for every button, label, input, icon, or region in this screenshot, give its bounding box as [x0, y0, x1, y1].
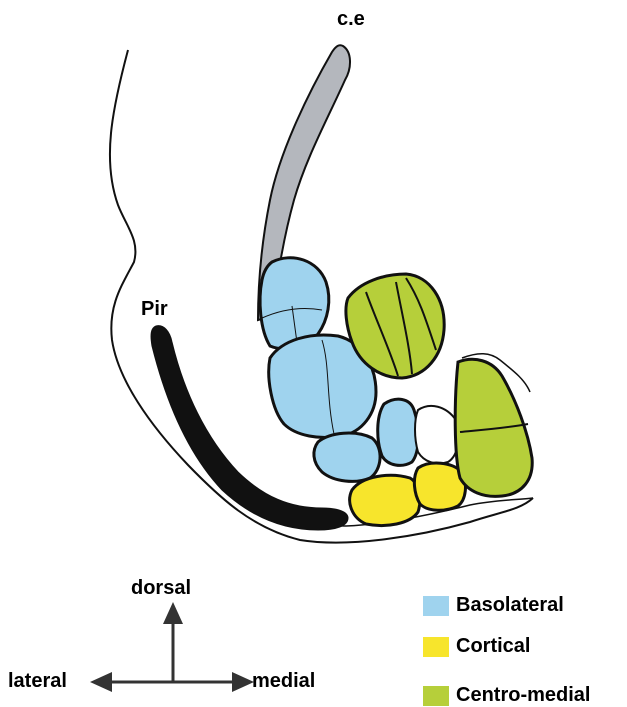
arrow-right-icon	[232, 672, 254, 692]
cortical-nucleus-left	[350, 475, 420, 525]
orientation-arrows	[90, 602, 254, 692]
basolateral-medial-nucleus	[378, 399, 419, 465]
white-region	[415, 406, 459, 464]
arrow-up-icon	[163, 602, 183, 624]
label-ce: c.e	[337, 8, 365, 31]
label-pir: Pir	[141, 298, 168, 321]
legend-swatch-centromedial	[423, 686, 449, 706]
legend-label-cortical: Cortical	[456, 635, 530, 658]
arrow-left-icon	[90, 672, 112, 692]
legend-label-basolateral: Basolateral	[456, 594, 564, 617]
basolateral-ventral-nucleus	[314, 433, 380, 481]
legend-swatch-basolateral	[423, 596, 449, 616]
legend-label-centromedial: Centro-medial	[456, 684, 590, 707]
orientation-medial: medial	[252, 670, 315, 693]
orientation-dorsal: dorsal	[131, 577, 191, 600]
legend-swatch-cortical	[423, 637, 449, 657]
orientation-lateral: lateral	[8, 670, 67, 693]
